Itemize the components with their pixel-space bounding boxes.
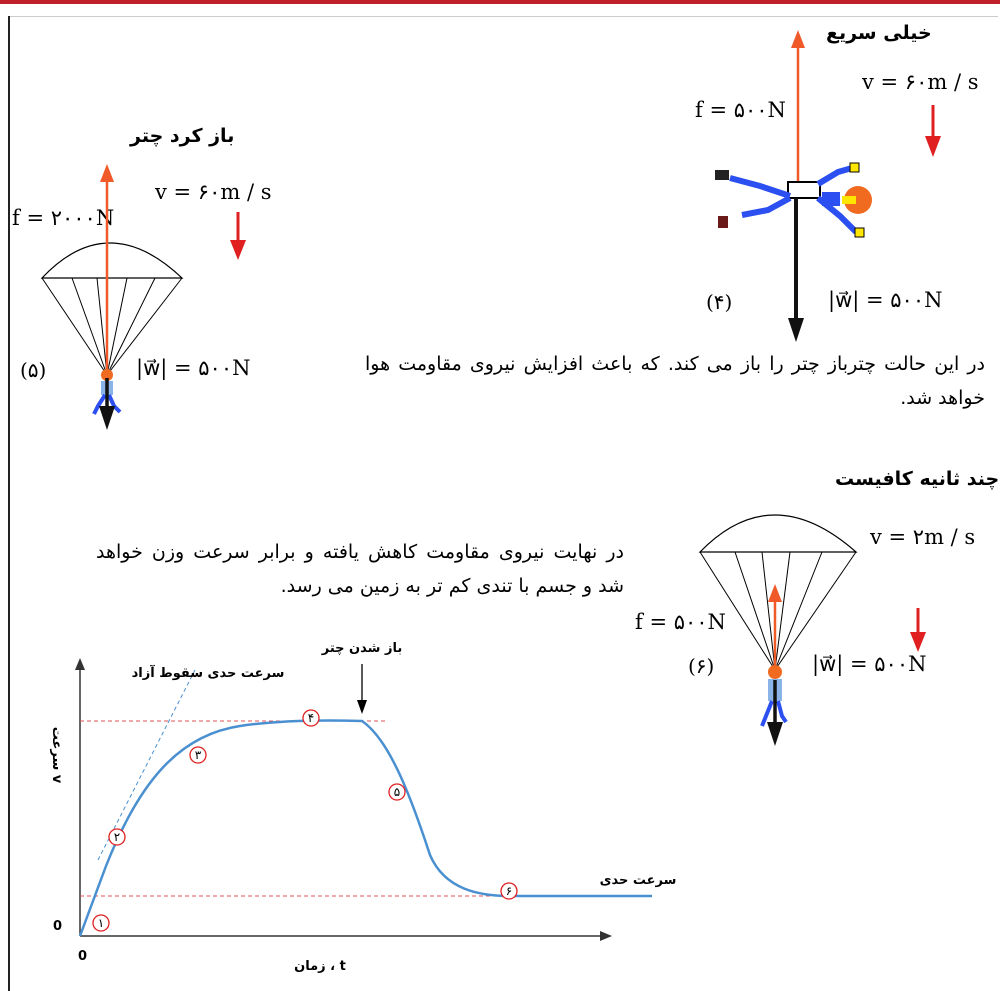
point-marker-2-label: ۲ bbox=[114, 830, 120, 844]
figure4-skydiver-diagram bbox=[715, 30, 941, 342]
frame-left-line bbox=[8, 16, 10, 991]
annotation-free-fall-terminal: سرعت حدی سقوط آزاد bbox=[132, 664, 285, 681]
figure4-velocity-label: v = ۶۰m / s bbox=[862, 70, 979, 94]
figure6-velocity-label: v = ۲m / s bbox=[870, 525, 976, 549]
figure4-heading: خیلی سریع bbox=[826, 22, 932, 44]
x-origin-label: 0 bbox=[78, 949, 87, 964]
annotation-terminal-velocity: سرعت حدی bbox=[600, 873, 677, 888]
y-axis-label: v سرعت bbox=[49, 727, 64, 784]
figure5-weight-label: |w⃗| = ۵۰۰N bbox=[136, 356, 251, 380]
figure5-parachute-diagram bbox=[40, 164, 246, 430]
point-marker-6: ۶ bbox=[500, 882, 518, 900]
paragraph-parachute-opens: در این حالت چترباز چتر را باز می کند. که… bbox=[365, 353, 985, 409]
skydiver-figure bbox=[715, 162, 872, 238]
velocity-curve bbox=[78, 719, 652, 937]
point-marker-4-label: ۴ bbox=[308, 711, 314, 725]
figure6-heading: چند ثانیه کافیست bbox=[835, 468, 1000, 490]
figure6-force-label: f = ۵۰۰N bbox=[635, 610, 726, 634]
point-marker-3: ۳ bbox=[189, 746, 207, 764]
figure5-velocity-label: v = ۶۰m / s bbox=[155, 180, 272, 204]
velocity-time-chart: 0 0 t ، زمان v سرعت باز شدن چتر سرعت حدی… bbox=[49, 641, 677, 974]
point-marker-4: ۴ bbox=[302, 709, 320, 727]
free-fall-tangent-line bbox=[97, 669, 196, 861]
y-axis-arrowhead bbox=[75, 658, 85, 670]
frame-top-line bbox=[8, 16, 998, 17]
figure5-heading: باز کرد چتر bbox=[130, 125, 235, 147]
y-origin-label: 0 bbox=[53, 919, 62, 934]
figure4-force-label: f = ۵۰۰N bbox=[695, 98, 786, 122]
point-marker-5-label: ۵ bbox=[394, 785, 400, 799]
point-marker-1-label: ۱ bbox=[98, 916, 104, 930]
point-marker-2: ۲ bbox=[108, 828, 126, 846]
figure4-number: (۴) bbox=[706, 290, 733, 314]
point-marker-5: ۵ bbox=[388, 783, 406, 801]
figure5-number: (۵) bbox=[20, 358, 47, 382]
paragraph-terminal-velocity: در نهایت نیروی مقاومت کاهش یافته و برابر… bbox=[96, 541, 624, 597]
x-axis-label: t ، زمان bbox=[294, 959, 346, 974]
figure6-number: (۶) bbox=[688, 654, 715, 678]
point-marker-1: ۱ bbox=[92, 914, 110, 932]
figure6-weight-label: |w⃗| = ۵۰۰N bbox=[812, 652, 927, 676]
figure6-parachute-diagram bbox=[698, 514, 926, 746]
x-axis-arrowhead bbox=[600, 931, 612, 941]
top-rule bbox=[0, 0, 1000, 4]
figure4-weight-label: |w⃗| = ۵۰۰N bbox=[828, 288, 943, 312]
point-marker-6-label: ۶ bbox=[506, 884, 512, 898]
point-marker-3-label: ۳ bbox=[195, 748, 202, 762]
annotation-parachute-open: باز شدن چتر bbox=[321, 641, 402, 656]
figure5-force-label: f = ۲۰۰۰N bbox=[12, 206, 115, 230]
parachute-open-arrowhead bbox=[357, 700, 367, 714]
